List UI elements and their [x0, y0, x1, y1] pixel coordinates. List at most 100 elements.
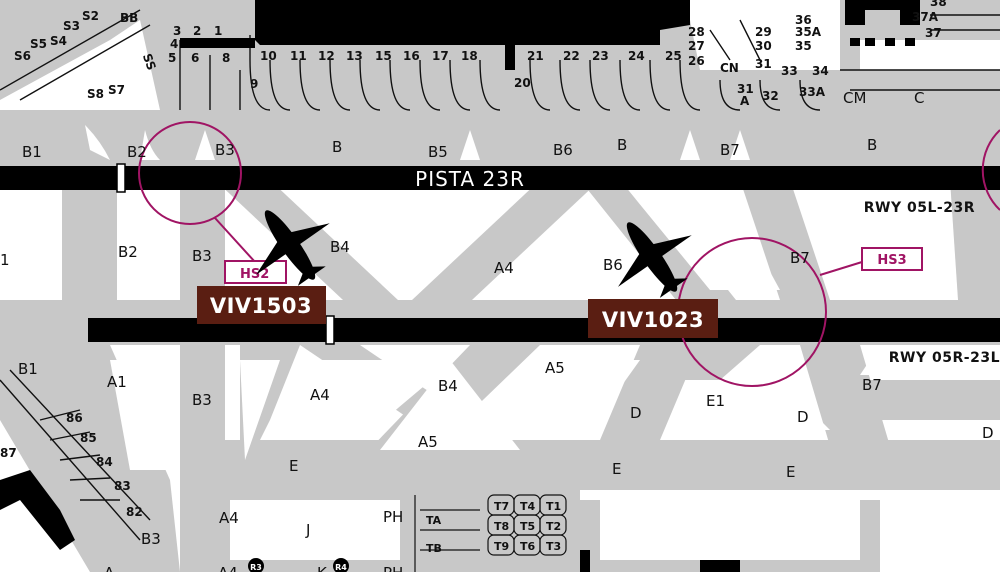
gate-label: A	[740, 94, 750, 108]
stop-bar-upper	[116, 163, 126, 193]
stop-bar-lower	[325, 315, 335, 345]
gate-label: S5	[30, 37, 47, 51]
gate-stand-lines	[0, 9, 1000, 541]
taxiway-label: B7	[862, 376, 882, 394]
taxiway-label: 1	[0, 251, 10, 269]
taxiway-label: A	[104, 564, 115, 572]
taxiway-label: C	[914, 89, 924, 107]
taxiway-label: E1	[706, 392, 725, 410]
pad-label: T6	[520, 540, 536, 553]
taxiway-label: E	[289, 457, 298, 475]
runway-painted-label: PISTA 23R	[415, 167, 525, 191]
pad-label: T1	[546, 500, 561, 513]
flight-tag-left[interactable]: VIV1503	[197, 286, 326, 324]
gate-label: 30	[755, 39, 772, 53]
taxiway-label: CM	[843, 89, 866, 107]
taxiway-label: K	[317, 564, 328, 572]
taxiway-label: B1	[22, 143, 42, 161]
pad-label: T9	[494, 540, 509, 553]
taxiway-label: B2	[127, 143, 147, 161]
taxiway-label: A4	[310, 386, 330, 404]
hotspot-box-hs2	[224, 260, 287, 284]
gate-label: 2	[193, 24, 201, 38]
pad-label: T7	[494, 500, 509, 513]
gate-label: 26	[688, 54, 705, 68]
gate-label: 21	[527, 49, 544, 63]
gate-label: 32	[762, 89, 779, 103]
gate-label: 6	[191, 51, 199, 65]
taxiway-label: B	[332, 138, 342, 156]
pad-label: T5	[520, 520, 535, 533]
gate-label: 9	[250, 77, 258, 91]
pad-label: T2	[546, 520, 561, 533]
holding-point-label: R3	[250, 563, 262, 572]
gate-labels: 1 2 3 4 5 6 8 9 10 11 12 13 15 16 17 18 …	[0, 0, 947, 519]
gate-label: CN	[720, 61, 739, 75]
gate-label: S7	[108, 83, 125, 97]
gate-label: 33A	[799, 85, 826, 99]
taxiway-label: B3	[215, 141, 235, 159]
taxiway-label: E	[786, 463, 795, 481]
gate-label: SS	[140, 52, 159, 73]
gate-label: 22	[563, 49, 580, 63]
pad-label: T8	[494, 520, 509, 533]
gate-label: 37A	[912, 10, 939, 24]
gate-label: 25	[665, 49, 682, 63]
hotspot-box-hs3	[861, 247, 923, 271]
gate-label: S4	[50, 34, 67, 48]
gate-label: 28	[688, 25, 705, 39]
flight-callsign: VIV1023	[602, 308, 704, 332]
taxiway-label: D	[982, 424, 994, 442]
taxiway-label: PH	[383, 564, 403, 572]
runway-upper-name: RWY 05L-23R	[864, 200, 975, 216]
gate-label: 15	[375, 49, 392, 63]
gate-label: 33	[781, 64, 798, 78]
gate-label: 1	[214, 24, 222, 38]
gate-label: 83	[114, 479, 131, 493]
gate-label: 35A	[795, 25, 822, 39]
hotspot-circle-hs2	[138, 121, 242, 225]
gate-label: 85	[80, 431, 97, 445]
taxiway-label: B1	[18, 360, 38, 378]
gate-label: 4	[170, 37, 178, 51]
taxiway-label: B4	[438, 377, 458, 395]
gate-label: 3	[173, 24, 181, 38]
runway-lower-name: RWY 05R-23L	[889, 350, 1000, 366]
gate-label: 37	[925, 26, 942, 40]
flight-tag-right[interactable]: VIV1023	[588, 299, 718, 338]
taxiway-label: B3	[141, 530, 161, 548]
gate-label: 87	[0, 446, 17, 460]
taxiway-label: A4	[218, 564, 238, 572]
gate-label: 35	[795, 39, 812, 53]
taxiway-label: A5	[545, 359, 565, 377]
pad-label: TA	[426, 514, 442, 527]
gate-label: 84	[96, 455, 113, 469]
gate-label: 31	[737, 82, 754, 96]
taxiway-label: B	[867, 136, 877, 154]
holding-point-r4: R4	[333, 558, 349, 572]
holding-point-label: R4	[335, 563, 347, 572]
gate-label: S3	[63, 19, 80, 33]
taxiway-label: B	[617, 136, 627, 154]
taxiway-label: D	[630, 404, 642, 422]
taxiway-label: PH	[383, 508, 403, 526]
gate-label: S6	[14, 49, 31, 63]
gate-label: 27	[688, 39, 705, 53]
taxiway-labels: B1 B2 B3 B B5 B6 B B7 B B2 B3 B4 A4 B6 B…	[0, 89, 994, 572]
gate-label: 17	[432, 49, 449, 63]
gate-label: 86	[66, 411, 83, 425]
gate-label: 10	[260, 49, 277, 63]
gate-label: 29	[755, 25, 772, 39]
hotspot-label-hs3: HS3	[877, 253, 906, 268]
taxiway-label: A5	[418, 433, 438, 451]
taxiway-label: E	[612, 460, 621, 478]
taxiway-label: B4	[330, 238, 350, 256]
holding-point-r3: R3	[248, 558, 264, 572]
gate-label: 11	[290, 49, 307, 63]
terminal-buildings	[0, 0, 920, 572]
gate-label: 16	[403, 49, 420, 63]
gate-label: 23	[592, 49, 609, 63]
taxiway-label: B6	[553, 141, 573, 159]
taxiway-label: B7	[720, 141, 740, 159]
